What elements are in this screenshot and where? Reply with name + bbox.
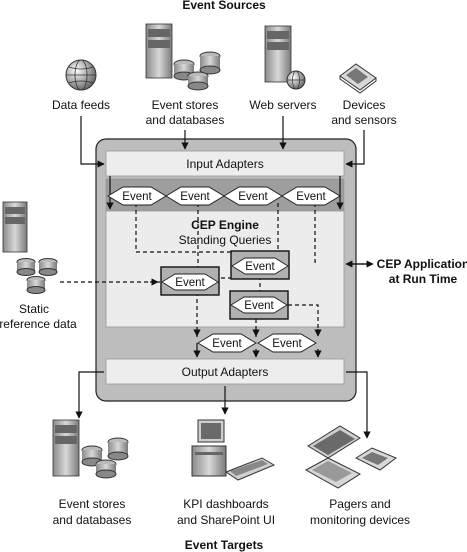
pagers-label-2: monitoring devices	[310, 513, 410, 527]
output-event-1: Event	[197, 333, 257, 353]
svg-text:Event: Event	[238, 191, 268, 203]
target-event-stores-label-1: Event stores	[59, 497, 126, 511]
svg-text:Event: Event	[212, 338, 242, 350]
event-diamond-2: Event	[165, 186, 225, 206]
devices-label-1: Devices	[343, 98, 386, 112]
output-event-2: Event	[257, 333, 317, 353]
kpi-label-1: KPI dashboards	[183, 497, 268, 511]
arrow-data-feeds	[80, 116, 105, 168]
event-targets-heading: Event Targets	[185, 538, 264, 552]
globe-icon	[65, 59, 97, 91]
output-adapters-label: Output Adapters	[182, 365, 269, 379]
svg-text:Event: Event	[180, 191, 210, 203]
input-adapters-box	[105, 150, 345, 177]
event-diamond-3: Event	[223, 186, 283, 206]
output-events: Event Event	[197, 333, 317, 353]
svg-text:Event: Event	[296, 191, 326, 203]
static-reference-server-icon	[2, 201, 58, 294]
event-diamond-4: Event	[281, 186, 341, 206]
event-stores-label-2: and databases	[146, 113, 225, 127]
target-event-stores-label-2: and databases	[53, 513, 132, 527]
query-box-1: Event	[230, 250, 290, 280]
laptop-pager-icon	[304, 425, 397, 489]
pagers-label-1: Pagers and	[329, 497, 390, 511]
cep-engine-area	[105, 210, 345, 328]
web-server-icon	[264, 25, 306, 90]
static-ref-label-2: reference data	[0, 317, 77, 331]
kpi-label-2: and SharePoint UI	[177, 513, 275, 527]
server-database-icon	[145, 23, 221, 91]
output-adapters-box	[105, 358, 345, 385]
input-adapters-label: Input Adapters	[186, 157, 263, 171]
target-server-database-icon	[52, 419, 129, 479]
input-events: Event Event Event Event	[107, 186, 341, 206]
cep-engine-subtitle: Standing Queries	[179, 233, 272, 247]
event-diamond-1: Event	[107, 186, 167, 206]
web-servers-label: Web servers	[249, 98, 316, 112]
handheld-device-icon	[339, 63, 377, 94]
desktop-computer-icon	[191, 419, 276, 481]
event-sources-heading: Event Sources	[182, 0, 266, 12]
svg-text:Event: Event	[244, 300, 274, 312]
query-box-2: Event	[160, 266, 220, 296]
svg-text:Event: Event	[245, 261, 275, 273]
svg-text:Event: Event	[175, 277, 205, 289]
app-runtime-label-2: at Run Time	[389, 272, 458, 286]
static-ref-label-1: Static	[19, 302, 49, 316]
app-runtime-label-1: CEP Application	[377, 257, 467, 271]
svg-text:Event: Event	[272, 338, 302, 350]
svg-text:Event: Event	[122, 191, 152, 203]
query-box-3: Event	[229, 290, 289, 320]
data-feeds-label: Data feeds	[52, 98, 110, 112]
arrow-to-pagers	[346, 371, 371, 439]
arrow-to-event-stores	[75, 371, 104, 419]
event-stores-label-1: Event stores	[152, 98, 219, 112]
arrow-devices	[345, 130, 365, 168]
cep-engine-title: CEP Engine	[191, 218, 259, 232]
devices-label-2: and sensors	[331, 113, 396, 127]
